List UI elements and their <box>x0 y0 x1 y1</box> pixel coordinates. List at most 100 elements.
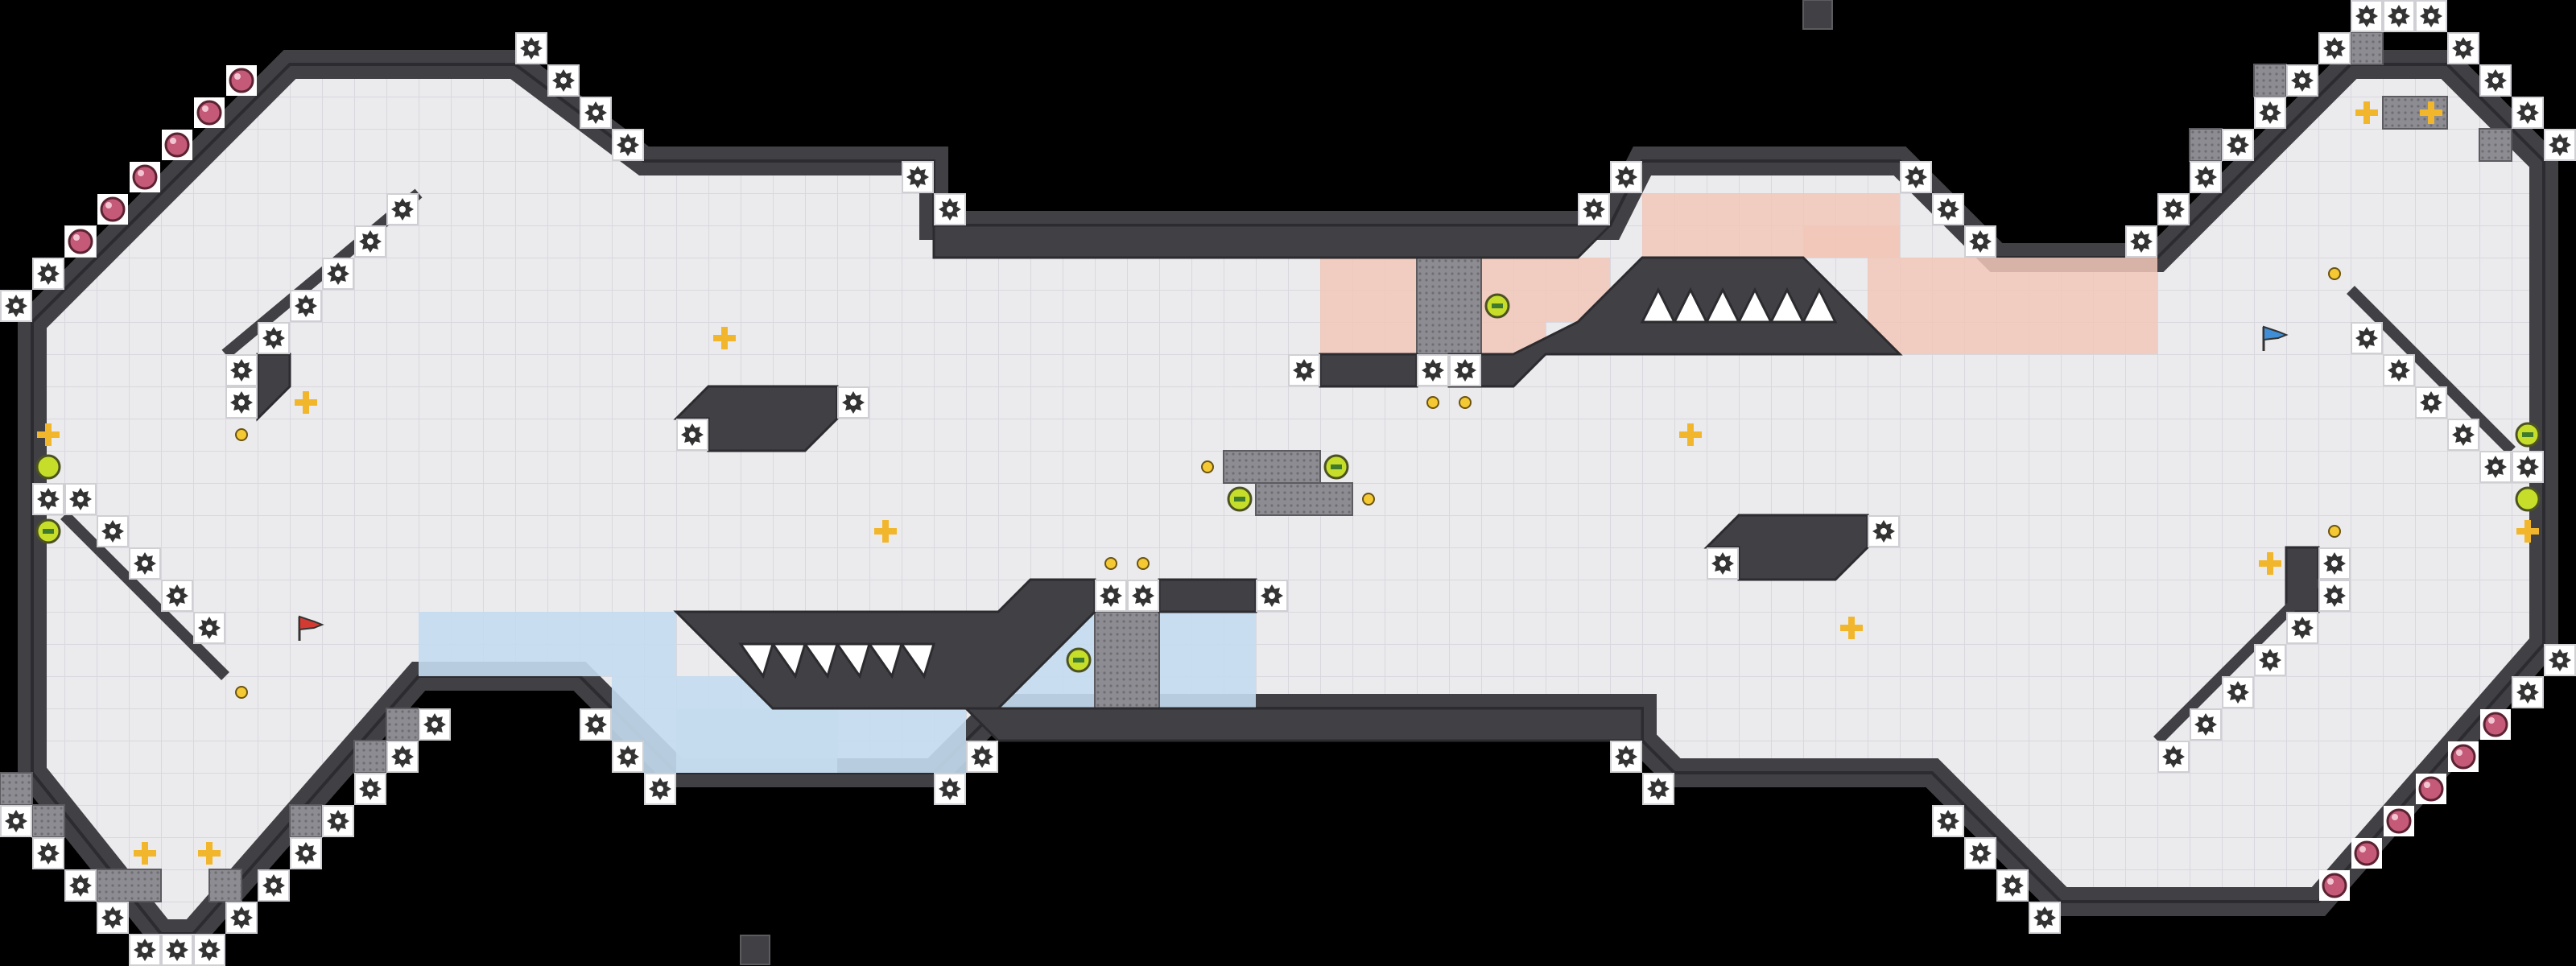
sawblade-icon <box>354 225 386 258</box>
saw-hub <box>2428 399 2434 406</box>
saw-hub <box>2170 206 2177 213</box>
plus-bonus-icon <box>874 520 897 543</box>
saw-hub <box>657 786 663 792</box>
metal-block <box>0 772 33 806</box>
gem-orb <box>2418 776 2444 802</box>
internal-walls <box>256 224 2320 742</box>
metal-block <box>2350 31 2384 65</box>
gem-orb <box>2386 808 2412 834</box>
saw-hub <box>1623 174 1629 180</box>
saw-hub <box>206 625 213 631</box>
gem-icon <box>2319 870 2350 901</box>
saw-hub <box>2460 431 2467 438</box>
sawblade-icon <box>612 129 644 161</box>
coin-icon <box>2328 525 2341 538</box>
saw-hub <box>2267 109 2273 116</box>
metal-block <box>31 804 65 838</box>
saw-hub <box>303 303 309 309</box>
sawblade-icon <box>2029 902 2061 934</box>
sawblade-icon <box>1127 580 1159 612</box>
coin-icon <box>1137 557 1150 570</box>
saw-hub <box>367 238 374 245</box>
saw-hub <box>270 882 277 889</box>
saw-hub <box>367 786 374 792</box>
saw-hub <box>625 753 631 760</box>
spikes <box>738 287 1838 679</box>
red-zone <box>1868 258 2157 354</box>
sawblade-icon <box>1288 354 1320 386</box>
plus-shape <box>1679 423 1702 446</box>
coin-icon <box>1362 493 1375 506</box>
metal-block <box>208 869 242 902</box>
saw-hub <box>947 786 953 792</box>
sawblade-icon <box>258 322 290 354</box>
sawblade-icon <box>129 934 161 966</box>
sawblade-icon <box>1642 773 1674 805</box>
sawblade-icon <box>1964 837 1996 869</box>
sawblade-icon <box>161 934 193 966</box>
red-zone <box>1803 225 1900 258</box>
saw-hub <box>850 399 857 406</box>
saw-hub <box>689 431 696 438</box>
sawblade-icon <box>547 64 580 97</box>
plus-bonus-icon <box>2516 520 2539 543</box>
blue-flag-icon <box>2262 325 2289 351</box>
gem-icon <box>130 162 160 192</box>
gem-shine <box>2424 782 2430 788</box>
switch-orb <box>35 454 61 480</box>
plus-bonus-icon <box>198 842 221 865</box>
saw-hub <box>914 174 921 180</box>
metal-block <box>2189 128 2223 162</box>
spike <box>1672 287 1709 324</box>
saw-hub <box>303 850 309 857</box>
spike <box>770 642 807 679</box>
spike <box>1769 287 1806 324</box>
sawblade-icon <box>386 741 419 773</box>
gem-shine <box>73 234 80 241</box>
plus-bonus-icon <box>1679 423 1702 446</box>
sawblade-icon <box>2318 580 2351 612</box>
sawblade-icon <box>2479 451 2512 483</box>
metal-block <box>2479 128 2512 162</box>
saw-hub <box>238 367 245 374</box>
sawblade-icon <box>580 97 612 129</box>
metal-block <box>1094 611 1160 709</box>
gem-orb <box>196 100 222 126</box>
spike <box>803 642 840 679</box>
saw-hub <box>2009 882 2016 889</box>
saw-hub <box>2202 174 2209 180</box>
sawblade-icon <box>2286 612 2318 644</box>
ledge-lower-mid <box>1158 578 1257 613</box>
sawblade-icon <box>386 193 419 225</box>
metal-block <box>1416 257 1482 355</box>
sawblade-icon <box>1868 515 1900 547</box>
saw-hub <box>109 914 116 921</box>
sawblade-icon <box>1095 580 1127 612</box>
saw-hub <box>2428 13 2434 19</box>
sawblade-icon <box>580 708 612 741</box>
sawblade-icon <box>2254 97 2286 129</box>
gem-orb <box>229 68 254 93</box>
saw-hub <box>2492 77 2499 84</box>
sawblade-icon <box>837 386 869 419</box>
saw-hub <box>77 496 84 502</box>
sawblade-icon <box>2286 64 2318 97</box>
plus-bonus-icon <box>37 423 60 446</box>
sawblade-icon <box>322 805 354 837</box>
saw-hub <box>2524 109 2531 116</box>
saw-hub <box>625 142 631 148</box>
saw-hub <box>1462 367 1468 374</box>
sawblade-icon <box>2157 193 2190 225</box>
ledge-upper-mid <box>1319 353 1418 388</box>
plus-bonus-icon <box>134 842 156 865</box>
saw-hub <box>2235 689 2241 696</box>
saw-hub <box>2170 753 2177 760</box>
coin-icon <box>2328 267 2341 280</box>
sawblade-icon <box>2479 64 2512 97</box>
sawblade-icon <box>193 612 225 644</box>
saw-hub <box>1301 367 1307 374</box>
sawblade-icon <box>32 837 64 869</box>
saw-hub <box>1140 592 1146 599</box>
metal-block <box>1255 482 1353 516</box>
